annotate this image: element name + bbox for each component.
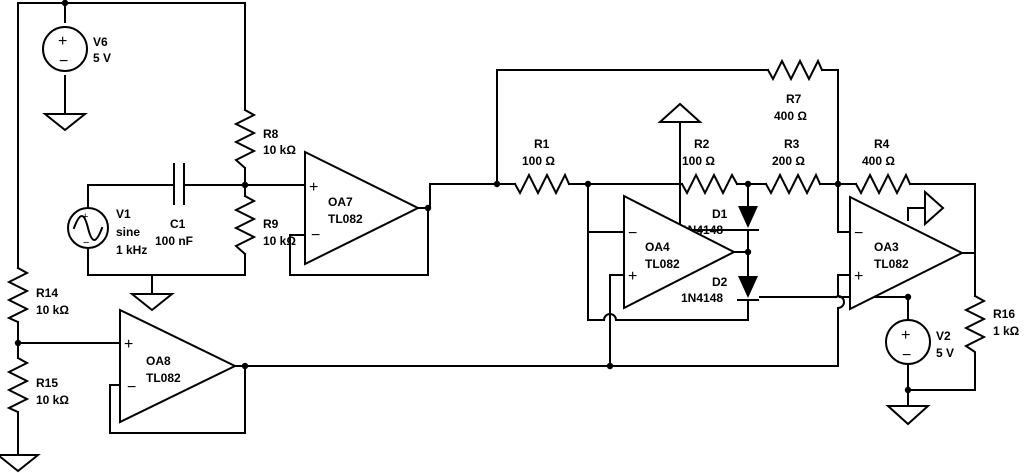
supply-d1-ref [657,102,703,231]
oa3-label: OA3 [874,240,899,254]
oa8-inverting-sign: − [127,379,136,396]
r4-value: 400 Ω [862,154,895,168]
ground-input [129,291,175,312]
r15-value: 10 kΩ [36,393,69,407]
diode-d2: D2 1N4148 [681,275,759,305]
r9-label: R9 [263,217,279,231]
r3-value: 200 Ω [772,154,805,168]
ground-v2 [885,405,931,426]
r2-value: 100 Ω [682,154,715,168]
resistor-r9: R9 10 kΩ [233,194,296,256]
r8-value: 10 kΩ [263,143,296,157]
r8-label: R8 [263,127,279,141]
oa4-inverting-sign: − [628,225,637,242]
capacitor-c1: C1 100 nF [155,163,193,248]
oa7-inverting-sign: − [311,227,320,244]
oa4-part: TL082 [645,257,680,271]
d1-label: D1 [712,207,728,221]
r1-label: R1 [534,137,550,151]
resistor-r4: R4 400 Ω [854,137,912,196]
junction-dot [904,386,912,394]
oa8-noninverting-sign: + [124,336,133,353]
oa3-noninverting-sign: + [854,268,863,285]
ground-v6 [42,109,88,132]
v2-value: 5 V [936,346,954,360]
opamp-oa8: + − OA8 TL082 [119,308,238,424]
v1-frequency: 1 kHz [116,243,147,257]
oa7-part: TL082 [328,212,363,226]
resistor-r15: R15 10 kΩ [6,356,69,414]
r7-value: 400 Ω [774,109,807,123]
junction-dot [424,204,432,212]
v1-plus-sign: + [82,211,88,223]
wires [17,2,976,456]
r3-label: R3 [784,137,800,151]
junction-dot [14,339,22,347]
junction-dot [834,180,842,188]
oa8-part: TL082 [146,371,181,385]
r9-value: 10 kΩ [263,234,296,248]
v2-label: V2 [936,329,951,343]
oa7-noninverting-sign: + [309,179,318,196]
v2-minus-sign: − [902,347,911,364]
r14-value: 10 kΩ [36,303,69,317]
v6-value: 5 V [93,51,111,65]
r4-label: R4 [874,137,890,151]
resistor-r2: R2 100 Ω [680,137,739,196]
junction-dot [241,362,249,370]
junction-dot [584,180,592,188]
oa3-ref-triangle [924,189,945,227]
d2-part: 1N4148 [681,291,723,305]
r1-value: 100 Ω [522,154,555,168]
r2-label: R2 [694,137,710,151]
oa7-label: OA7 [328,195,353,209]
oa4-label: OA4 [645,240,670,254]
junction-dot [744,248,752,256]
opamp-oa7: + − OA7 TL082 [304,150,421,266]
source-v6: + − V6 5 V [42,26,111,72]
r15-label: R15 [36,376,58,390]
junction-dots [14,0,912,394]
opamp-oa4: − + OA4 TL082 [623,194,737,310]
resistor-r16: R16 1 kΩ [963,294,1020,363]
junction-dot [241,181,249,189]
v6-label: V6 [93,35,108,49]
r16-value: 1 kΩ [993,324,1020,338]
d2-label: D2 [712,275,728,289]
resistor-r3: R3 200 Ω [764,137,822,196]
resistor-r8: R8 10 kΩ [233,108,296,170]
sine-wave-icon [72,215,104,241]
wire-hops [602,294,845,322]
v6-minus-sign: − [59,53,68,70]
c1-value: 100 nF [155,234,193,248]
junction-dot [904,293,912,301]
v1-waveform: sine [116,225,140,239]
junction-dot [744,180,752,188]
oa3-inverting-sign: − [854,225,863,242]
c1-label: C1 [170,217,186,231]
ground-symbols [0,102,945,473]
junction-dot [61,0,69,7]
r14-label: R14 [36,286,58,300]
oa4-noninverting-sign: + [628,268,637,285]
source-v2: + − V2 5 V [885,319,954,365]
resistor-r14: R14 10 kΩ [6,266,69,324]
r16-label: R16 [993,307,1015,321]
v2-plus-sign: + [901,327,910,344]
oa3-part: TL082 [874,257,909,271]
opamp-oa3: − + OA3 TL082 [849,195,965,311]
r7-label: R7 [786,92,802,106]
resistor-r7: R7 400 Ω [766,58,824,123]
v6-plus-sign: + [58,33,67,50]
junction-dot [493,180,501,188]
oa8-label: OA8 [146,354,171,368]
ground-r15 [0,454,41,473]
v1-label: V1 [116,207,131,221]
v1-minus-sign: − [83,237,89,249]
resistor-r1: R1 100 Ω [513,137,571,196]
source-v1: + − V1 sine 1 kHz [67,207,147,257]
junction-dot [606,362,614,370]
